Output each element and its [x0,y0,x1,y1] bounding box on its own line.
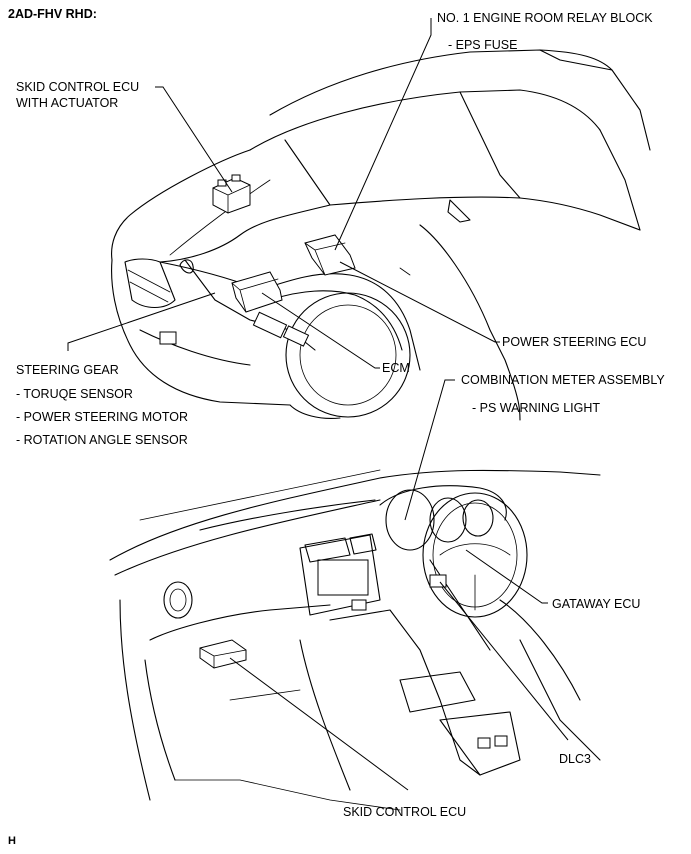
label-ps-motor: - POWER STEERING MOTOR [16,410,188,424]
leader-power-steering-ecu [339,261,500,343]
label-dlc3: DLC3 [559,752,591,766]
leader-combination-meter [404,379,455,521]
label-relay-block: NO. 1 ENGINE ROOM RELAY BLOCK [437,11,653,25]
label-ps-warning: - PS WARNING LIGHT [472,401,601,415]
label-ecm: ECM [382,361,410,375]
leader-ecm [261,292,380,369]
label-torque-sensor: - TORUQE SENSOR [16,387,133,401]
leader-skid-control-ecu [229,657,409,791]
label-power-steering-ecu: POWER STEERING ECU [502,335,647,349]
leader-relay-block [334,18,432,251]
leader-gateway-ecu [465,549,548,604]
footer-code: H [8,835,16,847]
leader-dlc3 [439,581,569,741]
label-rotation-sensor: - ROTATION ANGLE SENSOR [16,433,188,447]
label-gateway-ecu: GATAWAY ECU [552,597,641,611]
leader-steering-gear [67,292,216,351]
label-eps-fuse: - EPS FUSE [448,38,518,52]
label-skid-control-ecu: SKID CONTROL ECU [343,805,467,819]
label-skid-actuator-line2: WITH ACTUATOR [16,96,119,110]
label-combination-meter: COMBINATION METER ASSEMBLY [461,373,665,387]
label-steering-gear: STEERING GEAR [16,363,119,377]
leader-skid-actuator [155,86,233,193]
diagram-title: 2AD-FHV RHD: [8,7,97,21]
label-skid-actuator-line1: SKID CONTROL ECU [16,80,140,94]
